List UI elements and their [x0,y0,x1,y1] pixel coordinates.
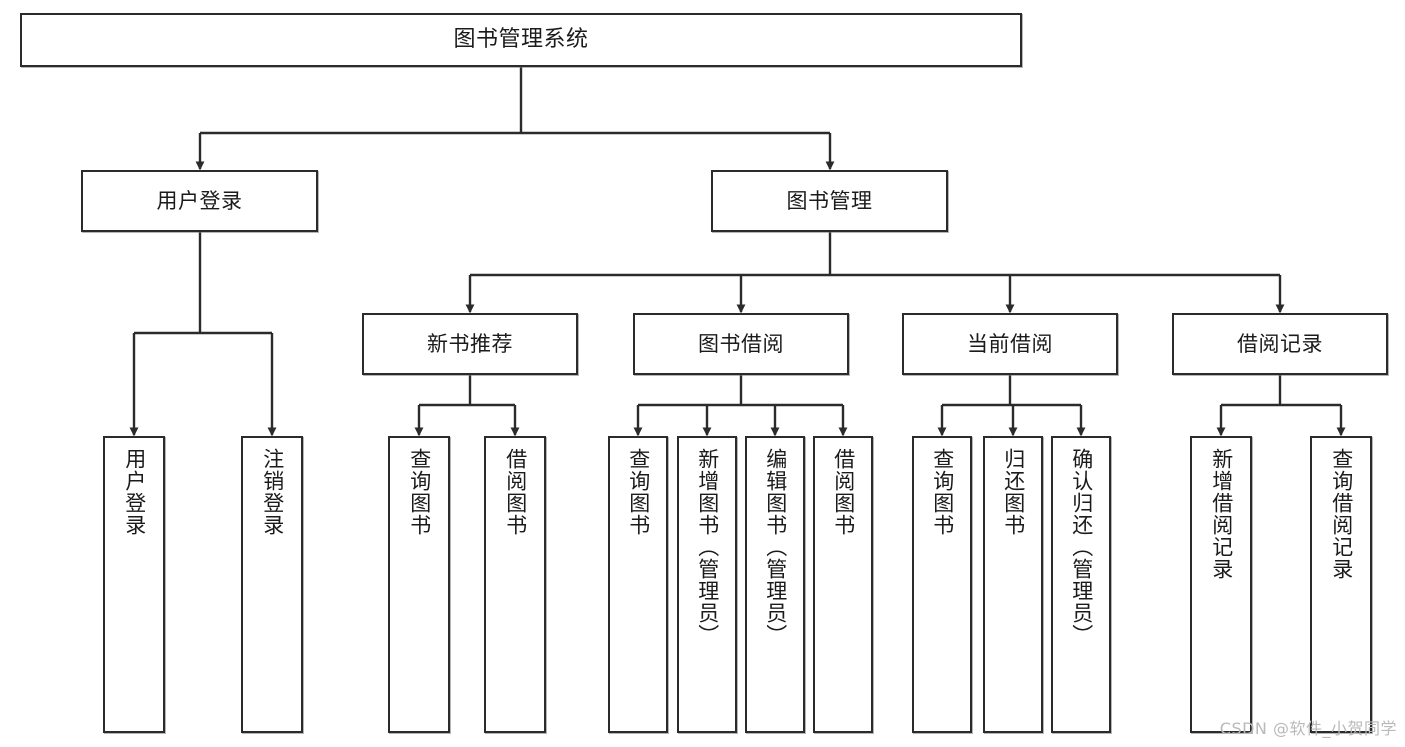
node-book-manage[interactable]: 图书管理 [711,170,948,232]
node-borrow-record[interactable]: 借阅记录 [1172,313,1388,375]
node-label: 注销登录 [260,448,285,536]
node-current-borrow[interactable]: 当前借阅 [902,313,1118,375]
node-label: 编辑图书（管理员） [763,448,788,646]
node-user-login[interactable]: 用户登录 [81,170,318,232]
node-label: 借阅图书 [503,448,528,536]
node-leaf-borrow-book-bb[interactable]: 借阅图书 [813,436,873,733]
node-label: 查询图书 [930,448,955,536]
node-leaf-query-book-cb[interactable]: 查询图书 [912,436,972,733]
node-label: 查询图书 [626,448,651,536]
node-label: 图书借阅 [698,331,784,356]
node-label: 图书管理系统 [453,27,589,53]
node-leaf-add-book[interactable]: 新增图书（管理员） [677,436,737,733]
csdn-watermark: CSDN @软件_小贺同学 [1219,719,1397,738]
node-book-borrow[interactable]: 图书借阅 [633,313,849,375]
node-leaf-edit-book[interactable]: 编辑图书（管理员） [745,436,805,733]
node-label: 图书管理 [786,188,873,213]
node-leaf-return-book[interactable]: 归还图书 [983,436,1043,733]
node-label: 借阅记录 [1237,331,1323,356]
node-leaf-user-login[interactable]: 用户登录 [103,436,165,733]
node-leaf-query-book-rec[interactable]: 查询图书 [388,436,450,733]
node-label: 新书推荐 [427,331,513,356]
node-leaf-borrow-book-rec[interactable]: 借阅图书 [484,436,546,733]
node-label: 确认归还（管理员） [1069,448,1094,646]
node-leaf-confirm-return[interactable]: 确认归还（管理员） [1051,436,1111,733]
node-leaf-query-book-bb[interactable]: 查询图书 [608,436,668,733]
node-label: 当前借阅 [967,331,1053,356]
node-label: 用户登录 [122,448,147,536]
node-label: 新增借阅记录 [1209,448,1234,580]
node-root[interactable]: 图书管理系统 [20,13,1022,67]
node-label: 查询借阅记录 [1329,448,1354,580]
node-label: 新增图书（管理员） [695,448,720,646]
node-new-book-rec[interactable]: 新书推荐 [362,313,578,375]
node-label: 用户登录 [156,188,243,213]
node-label: 归还图书 [1001,448,1026,536]
node-label: 借阅图书 [831,448,856,536]
node-leaf-logout[interactable]: 注销登录 [241,436,303,733]
node-leaf-query-record[interactable]: 查询借阅记录 [1310,436,1372,733]
node-label: 查询图书 [407,448,432,536]
node-leaf-add-record[interactable]: 新增借阅记录 [1190,436,1252,733]
